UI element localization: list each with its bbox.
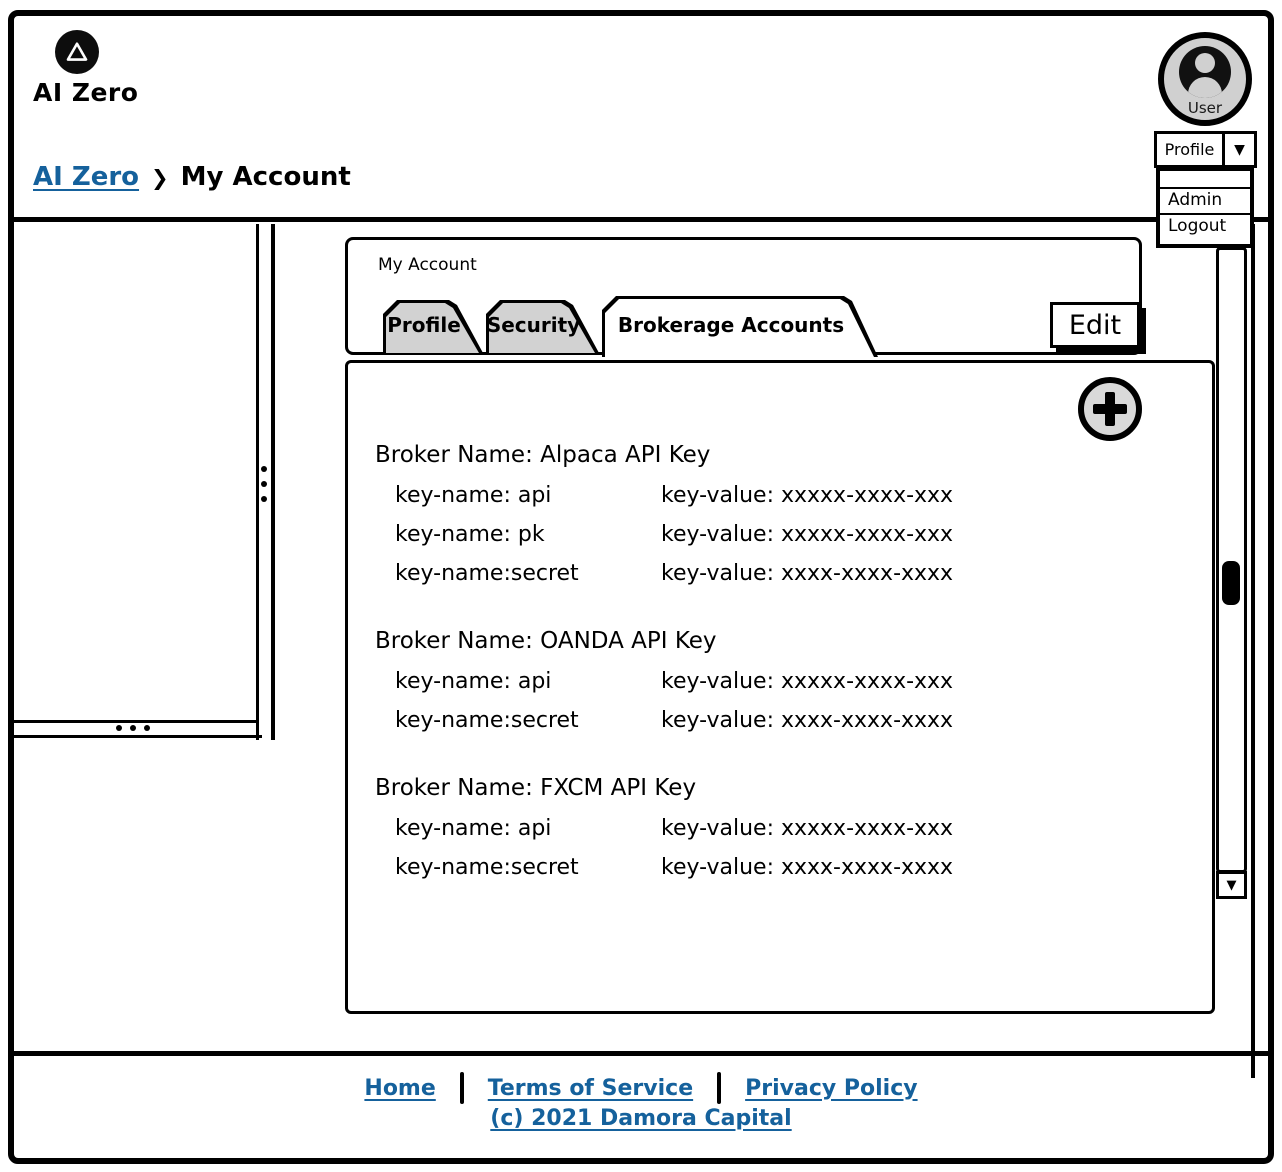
- sidebar-bottom-edge-line: [14, 735, 262, 738]
- tab-security-label: Security: [486, 312, 581, 337]
- tab-brokerage-accounts[interactable]: Brokerage Accounts: [602, 296, 878, 357]
- api-key-row: key-name: api key-value: xxxxx-xxxx-xxx: [395, 482, 1035, 510]
- api-key-row: key-name:secret key-value: xxxx-xxxx-xxx…: [395, 707, 1035, 735]
- key-value: key-value: xxxxx-xxxx-xxx: [661, 816, 954, 841]
- breadcrumb-home-link[interactable]: AI Zero: [33, 162, 140, 192]
- footer-link-privacy-policy[interactable]: Privacy Policy: [745, 1075, 918, 1101]
- right-scrollbar-track[interactable]: [1216, 247, 1247, 873]
- broker-section-fxcm: Broker Name: FXCM API Key key-name: api …: [375, 773, 1035, 882]
- profile-dropdown-select[interactable]: Profile ▼: [1154, 131, 1257, 168]
- sidebar-right-edge-line: [271, 224, 275, 740]
- key-value: key-value: xxxx-xxxx-xxxx: [661, 855, 954, 880]
- user-icon-torso: [1188, 77, 1222, 98]
- tab-profile-label: Profile: [387, 312, 461, 337]
- right-scrollbar-thumb[interactable]: [1222, 561, 1240, 605]
- brand-logo-icon: [55, 30, 99, 74]
- brand-name: AI Zero: [33, 78, 139, 107]
- key-value: key-value: xxxxx-xxxx-xxx: [661, 669, 954, 694]
- sidebar-vertical-scroll-track-line: [256, 224, 259, 740]
- chevron-down-icon[interactable]: ▼: [1222, 134, 1254, 165]
- api-key-row: key-name:secret key-value: xxxx-xxxx-xxx…: [395, 560, 1035, 588]
- scroll-down-button[interactable]: ▼: [1216, 871, 1247, 899]
- avatar-label: User: [1187, 99, 1223, 117]
- edit-button[interactable]: Edit: [1050, 302, 1140, 348]
- api-key-row: key-name: api key-value: xxxxx-xxxx-xxx: [395, 668, 1035, 696]
- api-key-row: key-name: api key-value: xxxxx-xxxx-xxx: [395, 815, 1035, 843]
- footer-divider: [11, 1051, 1271, 1056]
- broker-section-oanda: Broker Name: OANDA API Key key-name: api…: [375, 626, 1035, 735]
- user-icon-head: [1195, 53, 1215, 73]
- footer-copyright-link[interactable]: (c) 2021 Damora Capital: [490, 1106, 792, 1131]
- footer-copyright-row: (c) 2021 Damora Capital: [0, 1106, 1282, 1131]
- broker-title: Broker Name: Alpaca API Key: [375, 442, 711, 468]
- api-key-row: key-name:secret key-value: xxxx-xxxx-xxx…: [395, 854, 1035, 882]
- footer-link-home[interactable]: Home: [364, 1075, 436, 1101]
- key-value: key-value: xxxx-xxxx-xxxx: [661, 561, 954, 586]
- menu-item-admin[interactable]: Admin: [1160, 187, 1250, 213]
- brokerage-accounts-panel: [345, 360, 1215, 1014]
- chevron-right-icon: ❯: [151, 166, 169, 190]
- edit-button-label: Edit: [1068, 309, 1122, 341]
- breadcrumb: AI Zero ❯ My Account: [33, 162, 351, 192]
- key-name: key-name:secret: [395, 561, 579, 586]
- footer-links: Home Terms of Service Privacy Policy: [0, 1072, 1282, 1104]
- key-name: key-name: pk: [395, 522, 545, 547]
- tab-security[interactable]: Security: [486, 300, 599, 353]
- key-value: key-value: xxxxx-xxxx-xxx: [661, 483, 954, 508]
- add-broker-button[interactable]: [1078, 377, 1142, 441]
- broker-section-alpaca: Broker Name: Alpaca API Key key-name: ap…: [375, 440, 1035, 588]
- content-right-frame-line: [1251, 224, 1255, 1078]
- footer-separator: [717, 1072, 722, 1104]
- tab-brokerage-accounts-label: Brokerage Accounts: [617, 312, 845, 337]
- sidebar-vertical-scrollbar-grip[interactable]: [261, 466, 269, 506]
- tab-profile[interactable]: Profile: [383, 300, 483, 353]
- footer-link-terms-of-service[interactable]: Terms of Service: [487, 1075, 694, 1101]
- sidebar-horizontal-scrollbar-grip[interactable]: [116, 725, 164, 733]
- user-icon: [1179, 46, 1231, 98]
- broker-title: Broker Name: OANDA API Key: [375, 628, 717, 654]
- menu-item-logout[interactable]: Logout: [1160, 213, 1250, 239]
- key-name: key-name: api: [395, 483, 552, 508]
- triangle-a-icon: [66, 42, 88, 61]
- key-name: key-name: api: [395, 816, 552, 841]
- breadcrumb-current: My Account: [180, 162, 351, 192]
- profile-dropdown-menu: Admin Logout: [1156, 167, 1254, 248]
- broker-list: Broker Name: Alpaca API Key key-name: ap…: [375, 440, 1035, 920]
- key-name: key-name:secret: [395, 855, 579, 880]
- header-divider: [11, 217, 1271, 222]
- key-name: key-name: api: [395, 669, 552, 694]
- down-arrow-icon: ▼: [1226, 877, 1237, 893]
- key-value: key-value: xxxxx-xxxx-xxx: [661, 522, 954, 547]
- key-value: key-value: xxxx-xxxx-xxxx: [661, 708, 954, 733]
- profile-dropdown-value: Profile: [1164, 140, 1215, 159]
- api-key-row: key-name: pk key-value: xxxxx-xxxx-xxx: [395, 521, 1035, 549]
- panel-title: My Account: [378, 255, 477, 275]
- sidebar-horizontal-scroll-track-line: [14, 720, 258, 723]
- broker-title: Broker Name: FXCM API Key: [375, 775, 697, 801]
- footer-separator: [459, 1072, 464, 1104]
- avatar[interactable]: User: [1158, 32, 1252, 126]
- key-name: key-name:secret: [395, 708, 579, 733]
